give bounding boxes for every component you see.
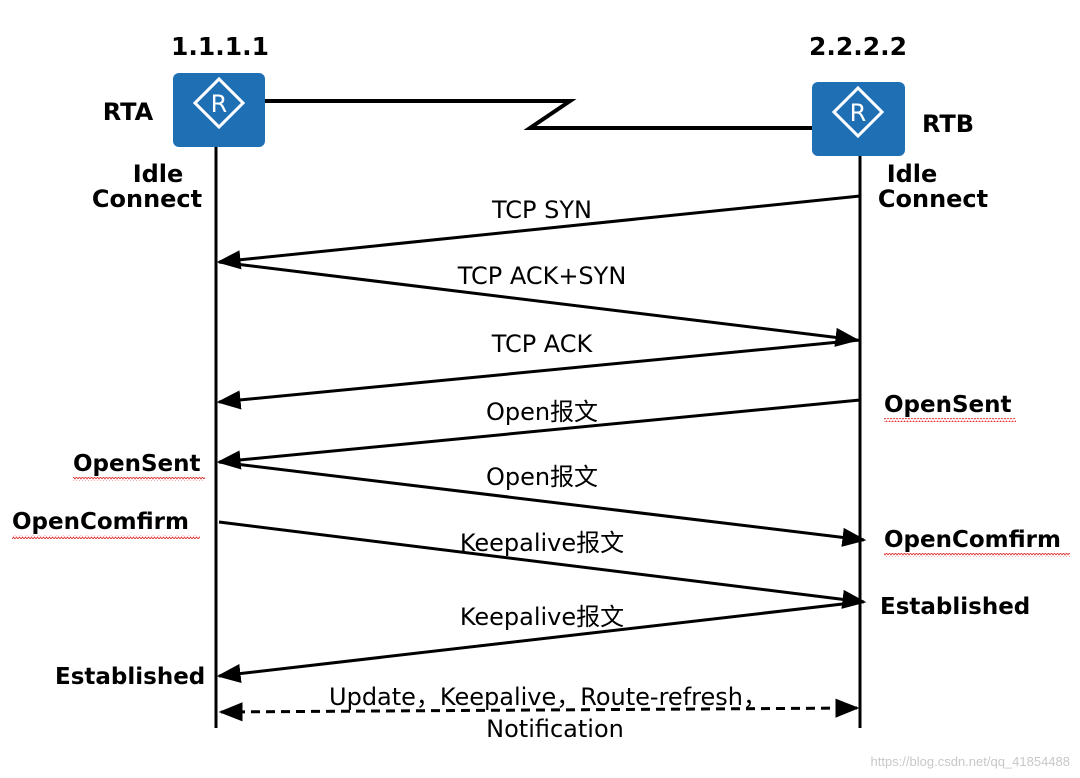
exchange-bidirectional-arrow <box>218 698 860 722</box>
router-a: R <box>173 73 265 147</box>
svg-text:R: R <box>850 99 867 127</box>
msg-tcp-ack-arrow <box>216 338 861 410</box>
msg-tcp-ack-syn-label: TCP ACK+SYN <box>457 262 627 290</box>
msg-open-b-to-a-arrow <box>216 398 861 470</box>
router-a-name: RTA <box>103 98 154 126</box>
msg-keepalive-a-to-b-arrow <box>218 520 867 609</box>
spellcheck-underline <box>73 477 205 481</box>
spellcheck-underline <box>884 553 1070 557</box>
watermark: https://blog.csdn.net/qq_41854488 <box>871 754 1071 769</box>
router-b: R <box>812 82 905 156</box>
state-a-connect: Connect <box>92 185 202 213</box>
msg-keepalive-b-to-a-arrow <box>216 600 861 684</box>
msg-tcp-ack-syn-arrow <box>218 260 860 347</box>
state-a-established: Established <box>55 664 205 690</box>
svg-text:R: R <box>211 90 228 118</box>
serial-link <box>265 99 812 130</box>
msg-tcp-syn-label: TCP SYN <box>491 196 592 224</box>
state-b-opensent: OpenSent <box>884 392 1012 418</box>
msg-keepalive-a-to-b-label: Keepalive报文 <box>460 529 624 557</box>
msg-open-a-to-b-arrow <box>218 460 867 547</box>
router-a-ip: 1.1.1.1 <box>171 32 269 61</box>
state-a-opensent: OpenSent <box>73 451 201 477</box>
spellcheck-underline <box>12 535 200 539</box>
state-b-openconfirm: OpenComfirm <box>884 527 1061 553</box>
msg-tcp-ack-label: TCP ACK <box>491 330 594 358</box>
router-icon: R <box>192 76 246 130</box>
spellcheck-underline <box>884 418 1016 422</box>
exchange-label-line2: Notification <box>486 715 624 743</box>
router-b-ip: 2.2.2.2 <box>809 32 907 61</box>
state-a-idle: Idle <box>133 160 184 188</box>
state-b-established: Established <box>880 594 1030 620</box>
state-b-idle: Idle <box>887 160 938 188</box>
msg-tcp-syn-arrow <box>216 194 861 270</box>
state-b-connect: Connect <box>878 185 988 213</box>
router-b-body <box>812 82 905 156</box>
router-icon: R <box>831 85 885 139</box>
msg-keepalive-b-to-a-label: Keepalive报文 <box>460 603 624 631</box>
msg-open-a-to-b-label: Open报文 <box>486 463 598 491</box>
router-a-body <box>173 73 265 147</box>
exchange-label-line1: Update，Keepalive，Route-refresh， <box>329 683 767 711</box>
state-a-openconfirm: OpenComfirm <box>12 509 189 535</box>
router-b-name: RTB <box>922 110 974 138</box>
msg-open-b-to-a-label: Open报文 <box>486 398 598 426</box>
